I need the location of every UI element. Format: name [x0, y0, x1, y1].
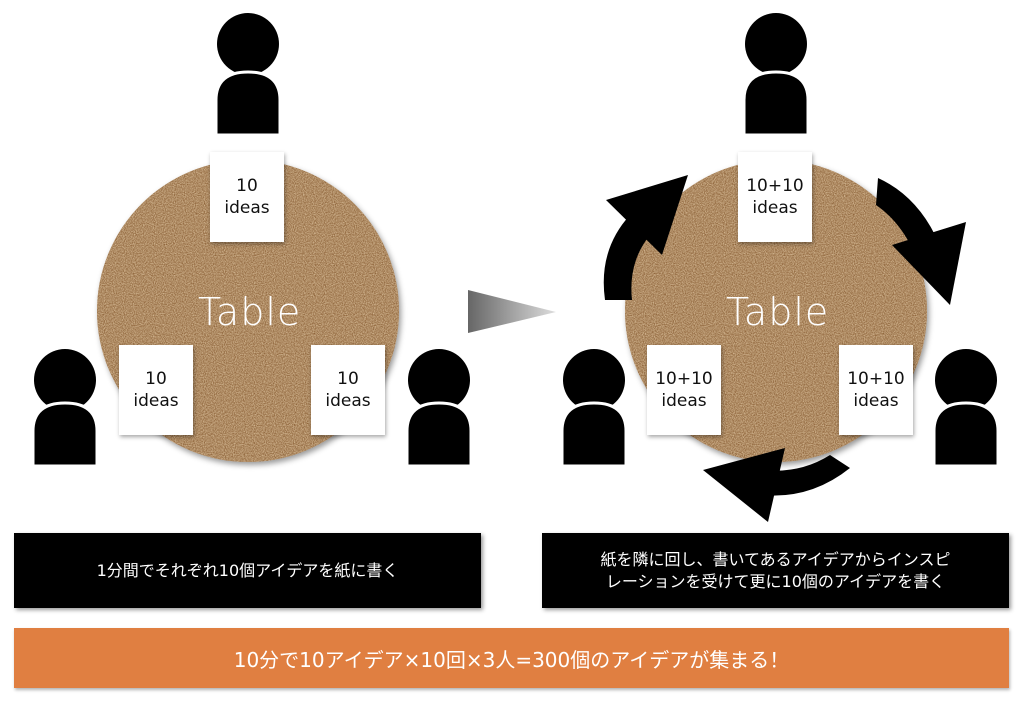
- table-label: Table: [198, 290, 302, 334]
- paper-count: 10: [145, 369, 167, 389]
- person-icon: [405, 349, 473, 468]
- paper-label: ideas: [133, 391, 179, 411]
- left-caption: 1分間でそれぞれ10個アイデアを紙に書く: [14, 533, 481, 608]
- table-label: Table: [726, 290, 830, 334]
- paper-count: 10: [337, 369, 359, 389]
- curved-arrow-icon: [703, 448, 850, 522]
- paper-count: 10+10: [655, 369, 713, 389]
- paper-label: ideas: [853, 391, 899, 411]
- person-icon: [560, 349, 628, 468]
- paper-label: ideas: [661, 391, 707, 411]
- caption-line: 紙を隣に回し、書いてあるアイデアからインスピ: [600, 549, 951, 569]
- person-icon: [932, 349, 1000, 468]
- caption-line: レーションを受けて更に10個のアイデアを書く: [605, 571, 946, 591]
- next-arrow-icon: [468, 290, 556, 333]
- person-icon: [31, 349, 99, 468]
- paper-label: ideas: [752, 198, 798, 218]
- paper-label: ideas: [325, 391, 371, 411]
- right-caption: 紙を隣に回し、書いてあるアイデアからインスピ レーションを受けて更に10個のアイ…: [542, 533, 1009, 608]
- paper-count: 10: [236, 176, 258, 196]
- paper-label: ideas: [224, 198, 270, 218]
- person-icon: [214, 13, 282, 137]
- paper-count: 10+10: [847, 369, 905, 389]
- paper-count: 10+10: [746, 176, 804, 196]
- rotation-arrows: [603, 175, 966, 522]
- summary-banner: 10分で10アイデア×10回×3人=300個のアイデアが集まる！: [14, 628, 1009, 688]
- person-icon: [742, 13, 810, 137]
- curved-arrow-icon: [603, 175, 688, 300]
- curved-arrow-icon: [876, 178, 966, 305]
